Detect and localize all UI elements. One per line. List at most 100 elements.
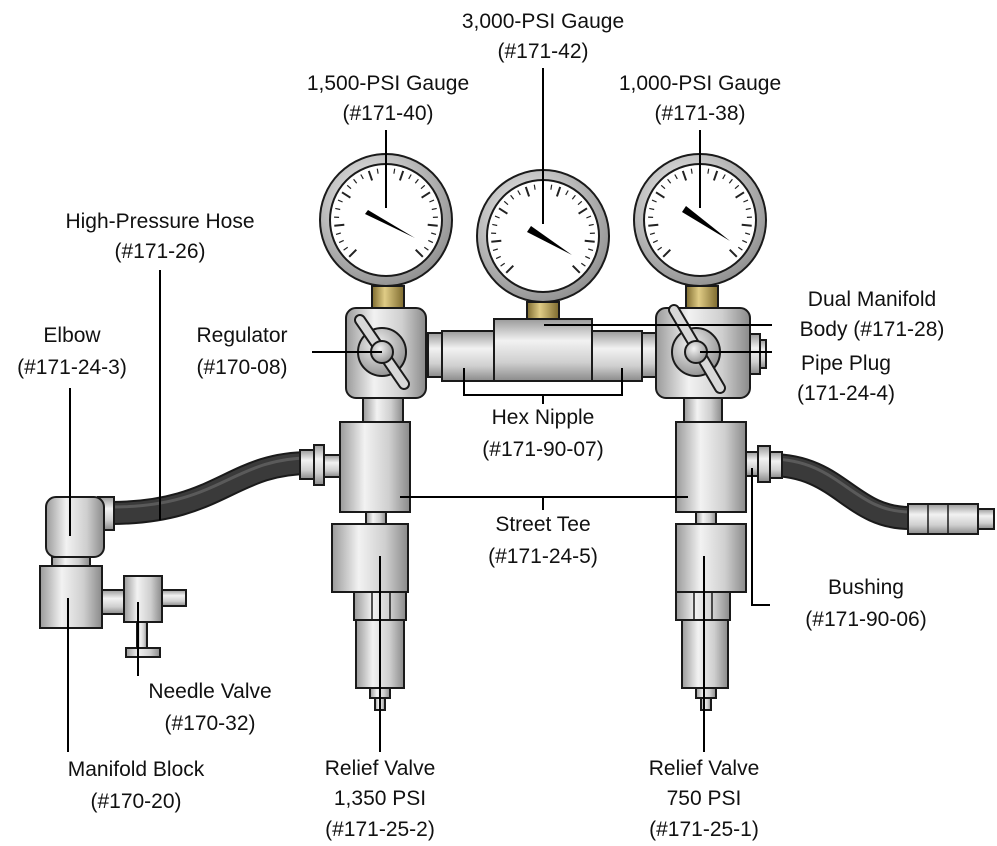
- gauge-tick: [408, 174, 412, 180]
- svg-text:(#170-08): (#170-08): [196, 356, 287, 379]
- svg-text:Relief Valve: Relief Valve: [325, 757, 436, 780]
- svg-text:(#171-24-5): (#171-24-5): [488, 545, 598, 568]
- gauge-tick: [652, 239, 658, 244]
- gauge-tick: [737, 246, 743, 251]
- svg-text:(#171-25-2): (#171-25-2): [325, 818, 435, 841]
- gauge-tick: [376, 168, 379, 174]
- gauge-tick: [414, 248, 424, 258]
- gauge-tick: [343, 246, 349, 251]
- label-street-tee: Street Tee (#171-24-5): [488, 513, 598, 568]
- label-needle-valve: Needle Valve (#170-32): [148, 680, 271, 735]
- svg-text:(#171-90-07): (#171-90-07): [482, 438, 603, 461]
- svg-text:Street Tee: Street Tee: [495, 513, 590, 536]
- manifold-block: [39, 565, 103, 629]
- gauge-tick: [367, 170, 374, 181]
- svg-text:1,350 PSI: 1,350 PSI: [334, 787, 426, 810]
- gauge-tick: [745, 232, 751, 235]
- gauge-tick: [745, 207, 751, 211]
- gauge-tick: [495, 255, 501, 260]
- gauge-tick: [393, 168, 396, 174]
- gauge-tick: [662, 248, 672, 258]
- gauge-tick: [712, 170, 719, 181]
- right-hose: [769, 453, 911, 530]
- relief-valve-750: [675, 511, 747, 711]
- gauge-tick: [427, 223, 438, 227]
- gauge-tick: [655, 191, 665, 199]
- gauge-tick: [648, 223, 659, 227]
- gauge-tick: [334, 223, 345, 227]
- gauge-tick: [431, 207, 437, 211]
- street-tee-left: [339, 397, 411, 513]
- svg-text:(171-24-4): (171-24-4): [797, 382, 895, 405]
- leader-bushing: [751, 468, 770, 606]
- label-gauge-3000: 3,000-PSI Gauge (#171-42): [462, 10, 624, 63]
- gauge-tick: [335, 232, 341, 235]
- gauge-tick: [429, 199, 435, 203]
- gauge-tick: [651, 199, 657, 203]
- gauge-1000-ticks: [648, 168, 752, 258]
- gauge-tick: [421, 191, 431, 199]
- svg-text:3,000-PSI Gauge: 3,000-PSI Gauge: [462, 10, 624, 33]
- svg-text:Regulator: Regulator: [196, 324, 287, 347]
- label-high-pressure-hose: High-Pressure Hose (#171-26): [65, 210, 254, 263]
- gauge-tick: [588, 223, 594, 227]
- gauge-tick: [580, 262, 586, 267]
- gauge-tick: [555, 186, 562, 197]
- gauge-tick: [584, 239, 595, 243]
- gauge-tick: [660, 184, 666, 190]
- gauge-tick: [578, 207, 588, 215]
- gauge-tick: [586, 215, 592, 219]
- gauge-tick: [510, 194, 515, 200]
- gauge-tick: [500, 262, 506, 267]
- gauge-tick: [722, 174, 726, 180]
- svg-text:(#170-32): (#170-32): [164, 712, 255, 735]
- gauge-tick: [533, 184, 536, 190]
- dual-manifold-body: [493, 318, 593, 382]
- gauge-tick: [337, 199, 343, 203]
- gauge-tick: [348, 248, 358, 258]
- gauge-tick: [524, 186, 531, 197]
- svg-text:Bushing: Bushing: [828, 576, 904, 599]
- hex-nipple-left: [427, 330, 495, 382]
- label-manifold-block: Manifold Block (#170-20): [68, 758, 205, 813]
- gauge-tick: [690, 168, 693, 174]
- gauge-tick: [398, 170, 405, 181]
- svg-text:Needle Valve: Needle Valve: [148, 680, 271, 703]
- svg-text:(#171-26): (#171-26): [114, 240, 205, 263]
- gauge-tick: [571, 264, 581, 274]
- svg-text:(#170-20): (#170-20): [90, 790, 181, 813]
- gauge-tick: [571, 194, 576, 200]
- gauge-tick: [498, 207, 508, 215]
- gauge-tick: [492, 248, 498, 251]
- svg-text:(#171-40): (#171-40): [342, 102, 433, 125]
- gauge-tick: [674, 174, 678, 180]
- label-relief-valve-1350: Relief Valve 1,350 PSI (#171-25-2): [325, 757, 436, 841]
- gauge-tick: [346, 184, 352, 190]
- gauge-tick: [423, 246, 429, 251]
- gauge-1000: [633, 153, 767, 309]
- gauge-tick: [517, 190, 521, 196]
- gauge-tick: [734, 184, 740, 190]
- gauge-tick: [428, 239, 434, 244]
- elbow: [45, 496, 105, 568]
- svg-text:Manifold Block: Manifold Block: [68, 758, 205, 781]
- gauge-tick: [565, 190, 569, 196]
- gauge-tick: [707, 168, 710, 174]
- leader-lines: [67, 68, 772, 752]
- gauge-tick: [657, 246, 663, 251]
- gauge-tick: [550, 184, 553, 190]
- gauge-tick: [335, 207, 341, 211]
- svg-text:1,500-PSI Gauge: 1,500-PSI Gauge: [307, 72, 469, 95]
- gauge-tick: [681, 170, 688, 181]
- gauge-tick: [492, 223, 498, 227]
- svg-text:(#171-24-3): (#171-24-3): [17, 356, 127, 379]
- gauge-tick: [341, 191, 351, 199]
- svg-text:750 PSI: 750 PSI: [667, 787, 742, 810]
- street-tee-right: [675, 397, 747, 513]
- gauge-tick: [649, 207, 655, 211]
- svg-text:(#171-38): (#171-38): [654, 102, 745, 125]
- gauge-tick: [577, 200, 583, 206]
- svg-text:Body (#171-28): Body (#171-28): [800, 318, 945, 341]
